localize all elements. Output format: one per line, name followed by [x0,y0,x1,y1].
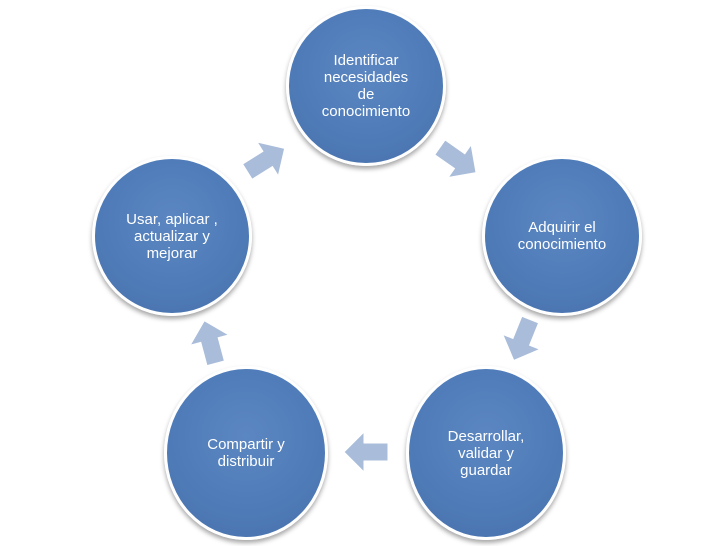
arrow-up-right-icon [237,131,296,188]
node-label: Usar, aplicar , actualizar y mejorar [126,210,218,262]
node-identificar-necesidades: Identificar necesidades de conocimiento [286,6,446,166]
node-label: Compartir y distribuir [207,436,285,470]
node-adquirir-conocimiento: Adquirir el conocimiento [482,156,642,316]
node-desarrollar-validar-guardar: Desarrollar, validar y guardar [406,366,566,540]
node-label: Adquirir el conocimiento [517,219,607,253]
node-label: Identificar necesidades de conocimiento [321,52,411,120]
arrow-right-icon [429,131,488,189]
arrow-left-icon [343,430,389,474]
node-compartir-distribuir: Compartir y distribuir [164,366,328,540]
arrow-up-icon [185,316,235,369]
arrow-down-icon [495,312,549,368]
node-label: Desarrollar, validar y guardar [447,427,525,479]
node-usar-aplicar-mejorar: Usar, aplicar , actualizar y mejorar [92,156,252,316]
